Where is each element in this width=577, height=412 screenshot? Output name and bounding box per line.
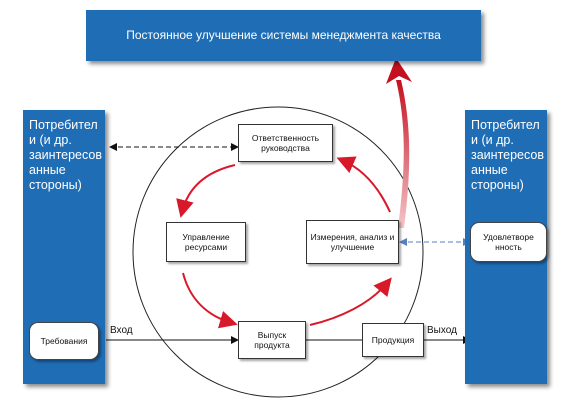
product-box: Продукция: [362, 323, 424, 357]
measurement-analysis-box: Измерения, анализ и улучшение: [306, 220, 399, 264]
input-label: Вход: [110, 325, 133, 336]
improvement-arrow: [396, 80, 410, 228]
continual-improvement-banner: Постоянное улучшение системы менеджмента…: [86, 10, 481, 61]
cycle-arrow-responsibility-to-resources: [176, 164, 236, 218]
measurement-analysis-label: Измерения, анализ и улучшение: [310, 232, 395, 252]
output-label: Выход: [427, 325, 457, 336]
customers-right-label: Потребител и (и др. заинтересов анные ст…: [471, 118, 544, 192]
requirements-label: Требования: [40, 336, 88, 346]
process-circle: [132, 106, 424, 398]
management-responsibility-box: Ответственность руководства: [238, 124, 333, 162]
banner-title: Постоянное улучшение системы менеджмента…: [126, 28, 441, 42]
resource-management-box: Управление ресурсами: [166, 222, 246, 262]
improvement-arrowhead: [386, 58, 412, 84]
satisfaction-box: Удовлетворе нность: [470, 222, 547, 262]
cycle-arrow-realization-to-measurement: [309, 277, 392, 326]
customers-left-label: Потребител и (и др. заинтересов анные ст…: [29, 118, 102, 192]
product-realization-box: Выпуск продукта: [238, 321, 306, 359]
requirements-box: Требования: [29, 322, 99, 360]
management-responsibility-label: Ответственность руководства: [251, 133, 320, 153]
satisfaction-label: Удовлетворе нность: [483, 232, 534, 252]
resource-management-label: Управление ресурсами: [182, 232, 230, 252]
cycle-arrow-measurement-to-responsibility: [336, 156, 391, 213]
product-realization-label: Выпуск продукта: [254, 330, 290, 350]
product-label: Продукция: [371, 335, 415, 345]
cycle-arrow-resources-to-realization: [182, 272, 238, 329]
